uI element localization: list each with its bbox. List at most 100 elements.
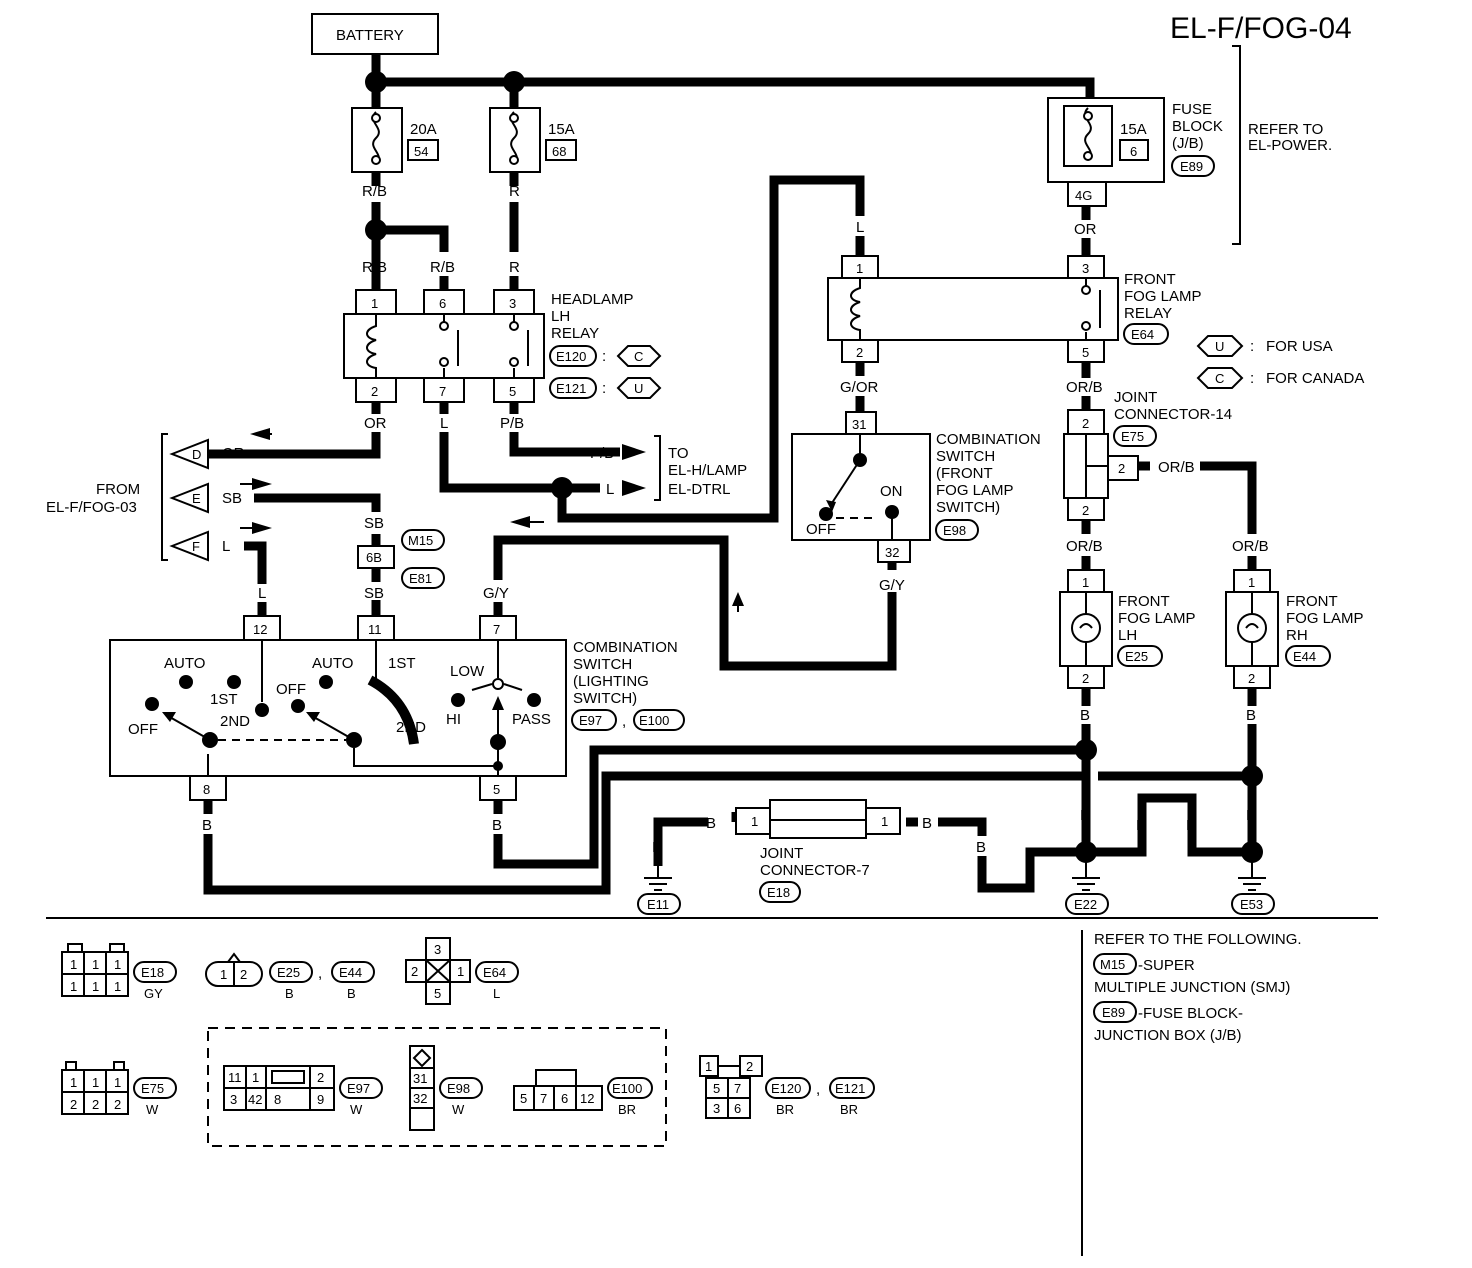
connector-e25-e44: 1 2 E25 B , E44 B xyxy=(205,952,375,1001)
j14-terminal-top: 2 xyxy=(1082,416,1089,431)
wire-label-or-fog: OR xyxy=(1074,221,1097,238)
marker-f: F xyxy=(192,539,200,554)
front-fog-lamp-rh: 1 2 FRONT FOG LAMP RH E44 xyxy=(1225,569,1364,689)
e44-color: B xyxy=(347,986,356,1001)
e75-pin-2b: 2 xyxy=(92,1097,99,1112)
e120-pin-2: 2 xyxy=(746,1059,753,1074)
ls-name-4: SWITCH) xyxy=(573,690,637,707)
fog-lh-terminal-1: 1 xyxy=(1082,575,1089,590)
lighting-switch: 12 11 7 8 5 AUTO 1ST 2ND OFF AUTO OFF 1S… xyxy=(109,615,685,801)
refer-e89-desc1: -FUSE BLOCK- xyxy=(1138,1005,1243,1022)
fuse-68-rating: 15A xyxy=(548,121,575,138)
wire-label-gy-left: G/Y xyxy=(483,585,509,602)
e97-pin-2: 2 xyxy=(317,1070,324,1085)
wire-label-rb-right: R/B xyxy=(430,259,455,276)
wire-label-b-loop2: B xyxy=(1186,817,1196,834)
from-ref: EL-F/FOG-03 xyxy=(46,499,137,516)
wire-label-pb: P/B xyxy=(500,415,524,432)
connector-e97: 11 1 2 3 42 8 9 E97 W xyxy=(223,1065,383,1117)
wire-label-b-rh: B xyxy=(1246,707,1256,724)
j7-terminal-right: 1 xyxy=(881,814,888,829)
j7-terminal-left: 1 xyxy=(751,814,758,829)
e100-pin-12: 12 xyxy=(580,1091,594,1106)
legend-canada: FOR CANADA xyxy=(1266,370,1364,387)
fog-relay-name-1: FRONT xyxy=(1124,271,1176,288)
wire-label-pb-right: P/B xyxy=(590,445,614,462)
fuse-block-name-1: FUSE xyxy=(1172,101,1212,118)
fuse-54-rating: 20A xyxy=(410,121,437,138)
fog-relay-name-2: FOG LAMP xyxy=(1124,288,1202,305)
wire-label-b-j7-down: B xyxy=(976,839,986,856)
wire-label-l-right: L xyxy=(606,481,614,498)
wire-label-b-e11: B xyxy=(652,839,662,856)
relay-lh-name-1: HEADLAMP xyxy=(551,291,634,308)
from-fog03-group: FROM EL-F/FOG-03 D E F xyxy=(46,433,209,562)
wire-label-or-left: OR xyxy=(222,445,245,462)
connector-e100: 5 7 6 12 E100 BR xyxy=(513,1069,653,1117)
e98-id: E98 xyxy=(447,1081,470,1096)
legend-u: U xyxy=(1215,339,1224,354)
ground-e53: E53 xyxy=(1231,862,1275,915)
legend-colon-2: : xyxy=(1250,370,1254,387)
ls-comma: , xyxy=(622,713,626,730)
ground-e53-label: E53 xyxy=(1240,897,1263,912)
e97-pin-8: 8 xyxy=(274,1092,281,1107)
refer-following: REFER TO THE FOLLOWING. M15 -SUPER MULTI… xyxy=(1093,931,1302,1044)
j14-terminal-side: 2 xyxy=(1118,461,1125,476)
wire-label-b-j7-right: B xyxy=(922,815,932,832)
relay-lh-terminal-6: 6 xyxy=(439,296,446,311)
e75-pin-2c: 2 xyxy=(114,1097,121,1112)
fuse-54: 20A 54 xyxy=(351,107,439,173)
e64-pin-2: 2 xyxy=(411,964,418,979)
e25-color: B xyxy=(285,986,294,1001)
page-title: EL-F/FOG-04 xyxy=(1170,12,1352,45)
marker-e: E xyxy=(192,491,201,506)
connector-e75: 1 1 1 2 2 2 E75 W xyxy=(61,1061,177,1117)
e97-pin-42: 42 xyxy=(248,1092,262,1107)
e75-pin-2a: 2 xyxy=(70,1097,77,1112)
fog-lamp-switch: 31 32 OFF ON COMBINATION SWITCH (FRONT F… xyxy=(791,411,1041,563)
fuse-54-number: 54 xyxy=(414,144,428,159)
relay-lh-terminal-3: 3 xyxy=(509,296,516,311)
ls-off-1: OFF xyxy=(128,721,158,738)
fog-sw-name-2: SWITCH xyxy=(936,448,995,465)
legend-colon-1: : xyxy=(1250,338,1254,355)
e120-pin-5: 5 xyxy=(713,1081,720,1096)
e97-pin-3: 3 xyxy=(230,1092,237,1107)
e75-id: E75 xyxy=(141,1081,164,1096)
ground-e11-label: E11 xyxy=(647,897,669,912)
connector-e98: 31 32 E98 W xyxy=(409,1045,483,1131)
ls-terminal-5: 5 xyxy=(493,782,500,797)
e75-pin-1c: 1 xyxy=(114,1075,121,1090)
fog-rh-conn: E44 xyxy=(1293,649,1316,664)
fuse-block-terminal: 4G xyxy=(1075,188,1092,203)
fuse-68: 15A 68 xyxy=(489,107,577,173)
fog-relay-terminal-1: 1 xyxy=(856,261,863,276)
refer-m15-desc2: MULTIPLE JUNCTION (SMJ) xyxy=(1094,979,1290,996)
wire-label-rb-left: R/B xyxy=(362,259,387,276)
e100-color: BR xyxy=(618,1102,636,1117)
to-ref-dtrl: EL-DTRL xyxy=(668,481,731,498)
e64-pin-5: 5 xyxy=(434,986,441,1001)
front-fog-lamp-lh: 1 2 FRONT FOG LAMP LH E25 xyxy=(1059,569,1196,689)
wire-label-sb-bottom: SB xyxy=(364,585,384,602)
relay-lh-name-3: RELAY xyxy=(551,325,599,342)
wire-label-l-left: L xyxy=(222,538,230,555)
e18-pin-1c: 1 xyxy=(114,957,121,972)
fuse-6-rating: 15A xyxy=(1120,121,1147,138)
e97-pin-1: 1 xyxy=(252,1070,259,1085)
fuse-6-number: 6 xyxy=(1130,144,1137,159)
ls-hi: HI xyxy=(446,711,461,728)
fog-sw-terminal-32: 32 xyxy=(885,545,899,560)
e64-pin-3: 3 xyxy=(434,942,441,957)
legend-usa: FOR USA xyxy=(1266,338,1333,355)
e18-pin-1d: 1 xyxy=(70,979,77,994)
e25-id: E25 xyxy=(277,965,300,980)
refer-e89: E89 xyxy=(1102,1005,1125,1020)
wire-label-gy-right: G/Y xyxy=(879,577,905,594)
e121-color: BR xyxy=(840,1102,858,1117)
fog-sw-name-3: (FRONT xyxy=(936,465,993,482)
e18-pin-1f: 1 xyxy=(114,979,121,994)
e97-color: W xyxy=(350,1102,363,1117)
e120-color: BR xyxy=(776,1102,794,1117)
